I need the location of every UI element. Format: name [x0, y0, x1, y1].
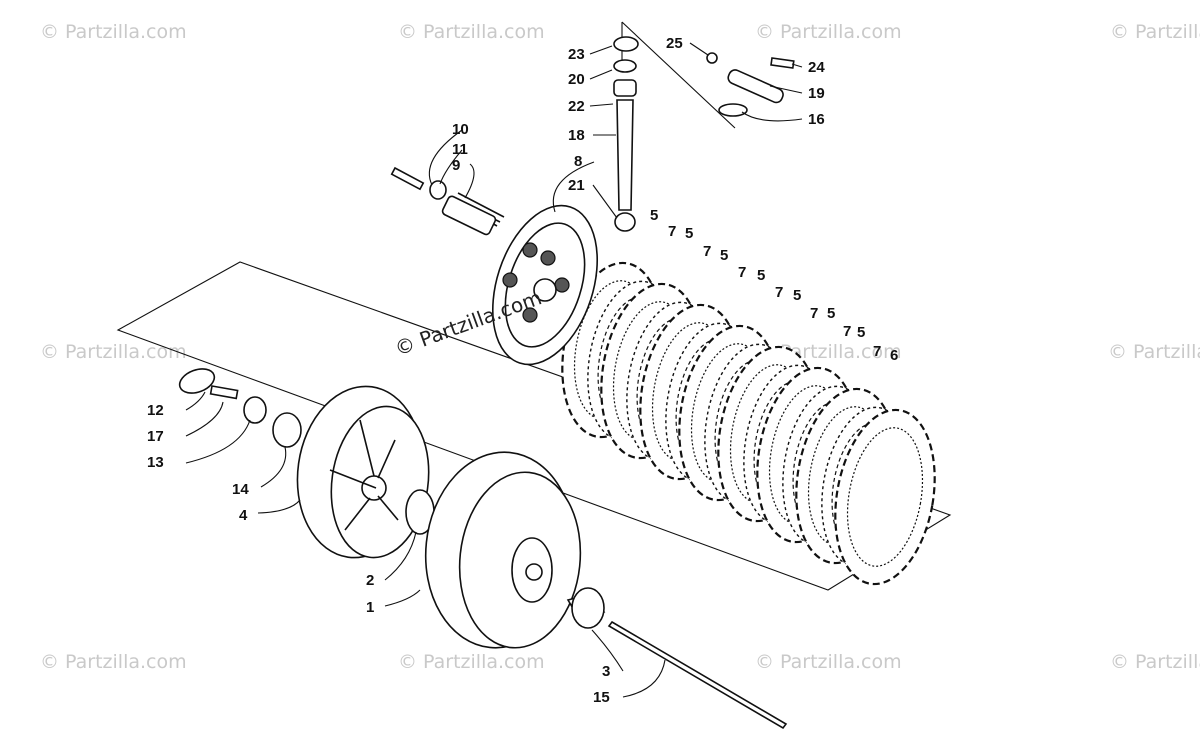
- callout-labels: 1 2 3 4 5 5 5 5 5 5 5 6 7 7 7 7 7 7 7 8 …: [147, 35, 898, 706]
- callout-5c: 5: [720, 247, 728, 264]
- callout-7b: 7: [703, 243, 711, 260]
- watermark: © Partzilla.com: [40, 341, 187, 363]
- watermark: © Partzilla.com: [1110, 21, 1200, 43]
- watermark: © Partzilla.com: [755, 21, 902, 43]
- callout-22: 22: [568, 98, 585, 115]
- callout-7f: 7: [843, 323, 851, 340]
- watermark: © Partzilla.com: [398, 21, 545, 43]
- bearing-nut-set: [178, 368, 302, 448]
- callout-10: 10: [452, 121, 469, 138]
- callout-5a: 5: [650, 207, 658, 224]
- release-arm-assembly: [706, 52, 795, 117]
- callout-7a: 7: [668, 223, 676, 240]
- callout-25: 25: [666, 35, 683, 52]
- callout-5f: 5: [827, 305, 835, 322]
- callout-8: 8: [574, 153, 582, 170]
- callout-5d: 5: [757, 267, 765, 284]
- watermark: © Partzilla.com: [398, 651, 545, 673]
- callout-3: 3: [602, 663, 610, 680]
- callout-14: 14: [232, 481, 249, 498]
- watermark: © Partzilla.com: [40, 21, 187, 43]
- callout-11: 11: [452, 141, 468, 158]
- callout-17: 17: [147, 428, 164, 445]
- callout-7g: 7: [873, 343, 881, 360]
- callout-18: 18: [568, 127, 585, 144]
- callout-2: 2: [366, 572, 374, 589]
- callout-5g: 5: [857, 324, 865, 341]
- callout-13: 13: [147, 454, 164, 471]
- leader-lines: [185, 42, 803, 698]
- watermark: © Partzilla.com: [1108, 341, 1200, 363]
- callout-5e: 5: [793, 287, 801, 304]
- spring-bolt-set: [390, 166, 505, 236]
- callout-1: 1: [366, 599, 374, 616]
- watermark: © Partzilla.com: [755, 651, 902, 673]
- watermark: © Partzilla.com: [40, 651, 187, 673]
- callout-7e: 7: [810, 305, 818, 322]
- release-shaft-assembly: [613, 36, 639, 232]
- clutch-hub: [296, 385, 430, 559]
- callout-15: 15: [593, 689, 610, 706]
- assembly-frame: [116, 261, 952, 591]
- callout-7d: 7: [775, 284, 783, 301]
- callout-7c: 7: [738, 264, 746, 281]
- callout-24: 24: [808, 59, 825, 76]
- callout-6: 6: [890, 347, 898, 364]
- collar-and-rod: [566, 587, 788, 730]
- callout-9: 9: [452, 157, 460, 174]
- watermark-layer: © Partzilla.com © Partzilla.com © Partzi…: [40, 21, 1200, 673]
- clutch-housing: [424, 451, 582, 649]
- friction-plate: [834, 408, 936, 586]
- clutch-plate-stack: [561, 261, 936, 586]
- plate-inner-ring: [846, 427, 924, 567]
- callout-12: 12: [147, 402, 164, 419]
- callout-5b: 5: [685, 225, 693, 242]
- callout-23: 23: [568, 46, 585, 63]
- callout-4: 4: [239, 507, 248, 524]
- pressure-plate: [491, 204, 599, 366]
- callout-20: 20: [568, 71, 585, 88]
- watermark: © Partzilla.com: [1110, 651, 1200, 673]
- callout-19: 19: [808, 85, 825, 102]
- callout-16: 16: [808, 111, 825, 128]
- callout-21: 21: [568, 177, 585, 194]
